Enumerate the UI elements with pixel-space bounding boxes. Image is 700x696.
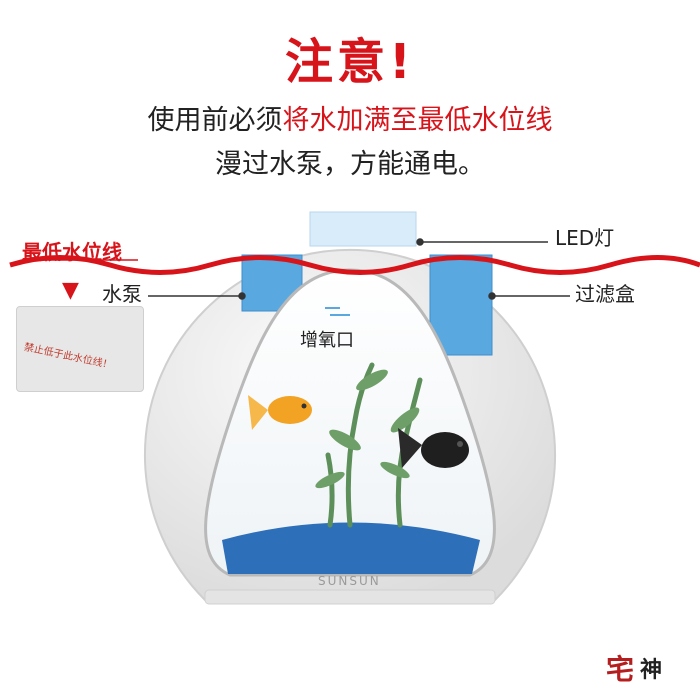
water-level-line: [9, 255, 700, 275]
tank-window: [204, 268, 496, 577]
warning-sticker: [16, 306, 144, 392]
plant-leaves: [315, 369, 420, 489]
oxygen-marks: [325, 307, 350, 316]
led-label: LED灯: [555, 226, 615, 250]
goldfish: [248, 395, 312, 430]
filter-box: [429, 254, 493, 356]
oxygen-label: 增氧口: [300, 330, 354, 351]
black-fish: [398, 428, 469, 468]
logo-mark: 宅: [606, 653, 635, 686]
brand-label: SUNSUN: [318, 574, 381, 588]
water-level-label: 最低水位线: [22, 240, 122, 264]
callout-lines: [148, 238, 570, 300]
page-title: 注意!: [285, 34, 415, 90]
led-light: [309, 211, 417, 247]
arrow-down-icon: ▼: [62, 278, 79, 303]
instruction-prefix: 使用前必须: [147, 105, 283, 136]
pump-label: 水泵: [102, 282, 142, 306]
filter-label: 过滤盒: [575, 282, 635, 306]
gravel: [222, 522, 480, 574]
instruction-line-2: 漫过水泵，方能通电。: [215, 149, 485, 180]
instruction-line-1: 使用前必须将水加满至最低水位线: [0, 98, 700, 137]
instruction-highlight: 将水加满至最低水位线: [282, 105, 553, 136]
logo-text: 神: [640, 658, 663, 683]
